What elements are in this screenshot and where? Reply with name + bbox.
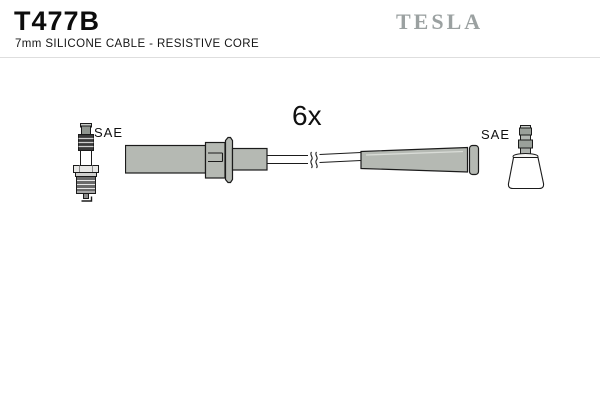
spark-plug-icon (73, 123, 99, 202)
plug-boot-icon (507, 125, 545, 190)
brand-logo: TESLA (396, 9, 484, 34)
left-terminal-standard-label: SAE (94, 125, 124, 140)
header-divider (0, 57, 600, 58)
right-terminal-standard-label: SAE (481, 127, 511, 142)
page-title: T477B (14, 6, 101, 36)
ignition-cable-icon (125, 136, 480, 184)
quantity-label: 6x (292, 100, 322, 131)
product-description: 7mm SILICONE CABLE - RESISTIVE CORE (15, 38, 260, 50)
